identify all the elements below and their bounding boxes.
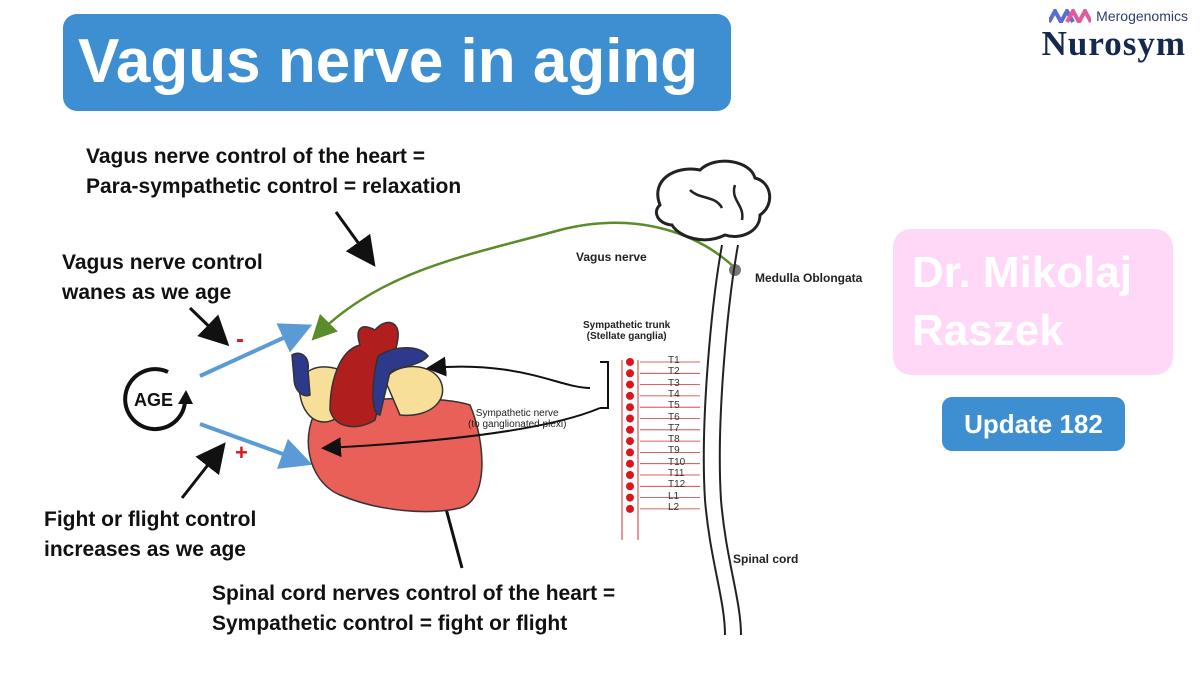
vagus-nerve-line — [311, 221, 736, 341]
ganglion-dot — [626, 391, 634, 400]
brand-subtitle: Merogenomics — [1096, 8, 1188, 24]
age-cycle-icon — [123, 367, 188, 432]
brand-name: Nurosym — [1041, 24, 1186, 63]
ganglion-dot — [626, 414, 634, 423]
ganglion-dot — [626, 403, 634, 412]
ganglia-bracket — [600, 361, 609, 409]
pointer-arrow — [334, 211, 376, 267]
stellate-nerve-line — [426, 356, 591, 389]
medulla-label: Medulla Oblongata — [755, 271, 863, 285]
spinal-cord-line — [702, 244, 726, 636]
vertebra-label: T1 — [668, 355, 680, 366]
ganglion-dot — [626, 358, 634, 366]
spinal-cord-label: Spinal cord — [733, 552, 799, 566]
vertebra-label: L1 — [668, 490, 680, 502]
sympathetic-nerve-line — [321, 407, 601, 458]
vertebra-label: T9 — [668, 445, 680, 457]
author-badge — [893, 229, 1173, 375]
decrease-arrow — [199, 323, 313, 378]
annotation-line: Para-sympathetic control = relaxation — [86, 175, 462, 198]
vertebra-label: T6 — [668, 411, 680, 423]
vertebra-label: T3 — [668, 377, 680, 389]
ganglion-dot — [626, 493, 634, 502]
page-title: Vagus nerve in aging — [78, 27, 699, 96]
vertebra-label: T11 — [668, 468, 685, 479]
annotation-line: wanes as we age — [62, 281, 232, 304]
annotation-line: Fight or flight control — [44, 508, 257, 531]
author-name: Dr. Mikolaj Raszek — [912, 244, 1132, 360]
ganglia-dots — [626, 358, 700, 513]
vertebra-label: T8 — [668, 434, 680, 446]
medulla-dot — [729, 264, 741, 276]
vagus-nerve-label: Vagus nerve — [576, 250, 647, 264]
ganglion-dot — [626, 380, 634, 389]
ganglion-dot — [626, 459, 634, 468]
annotation-line: increases as we age — [44, 538, 246, 561]
fight-annotation: Fight or flight control increases as we … — [44, 505, 256, 565]
vertebra-label: T10 — [668, 456, 686, 468]
brand-logo: Merogenomics — [1049, 8, 1188, 24]
vertebra-label: T12 — [668, 479, 686, 491]
annotation-line: Sympathetic control = fight or flight — [212, 612, 568, 635]
spinal-annotation: Spinal cord nerves control of the heart … — [212, 579, 615, 639]
ganglion-dot — [626, 437, 634, 446]
pointer-arrow — [180, 442, 226, 499]
meromark-icon — [1049, 9, 1092, 23]
symp-trunk-label: Sympathetic trunk (Stellate ganglia) — [583, 320, 670, 342]
vertebra-label: L2 — [668, 501, 680, 513]
title-banner — [63, 14, 731, 111]
ganglion-dot — [626, 425, 634, 434]
author-line-2: Raszek — [912, 306, 1064, 355]
heart-illustration — [291, 321, 483, 513]
ganglion-dot — [626, 369, 634, 378]
annotation-line: Vagus nerve control — [62, 251, 263, 274]
label-line: (to ganglionated plexi) — [468, 419, 567, 430]
ganglion-dot — [626, 482, 634, 491]
update-badge: Update 182 — [942, 397, 1125, 451]
minus-sign: - — [236, 326, 244, 353]
vertebra-label: T7 — [668, 422, 680, 434]
wanes-annotation: Vagus nerve control wanes as we age — [62, 248, 263, 308]
annotation-line: Vagus nerve control of the heart = — [86, 145, 426, 168]
ganglion-dot — [626, 448, 634, 457]
label-line: (Stellate ganglia) — [586, 331, 667, 342]
pointer-arrow — [188, 306, 230, 347]
author-line-1: Dr. Mikolaj — [912, 248, 1133, 297]
annotation-line: Spinal cord nerves control of the heart … — [212, 582, 616, 605]
plus-sign: + — [235, 440, 248, 465]
age-label: AGE — [134, 390, 174, 410]
symp-nerve-label: Sympathetic nerve (to ganglionated plexi… — [468, 408, 566, 430]
age-cycle-arrowhead — [178, 390, 193, 404]
vertebra-label: T5 — [668, 400, 680, 412]
label-line: Sympathetic trunk — [583, 320, 671, 331]
vertebra-label: T2 — [668, 366, 680, 378]
vertebra-label: T4 — [668, 388, 680, 400]
label-line: Sympathetic nerve — [475, 408, 559, 419]
increase-arrow — [199, 422, 313, 469]
ganglion-dot — [626, 504, 634, 513]
vagus-control-annotation: Vagus nerve control of the heart = Para-… — [86, 142, 461, 202]
ganglion-dot — [626, 471, 634, 479]
